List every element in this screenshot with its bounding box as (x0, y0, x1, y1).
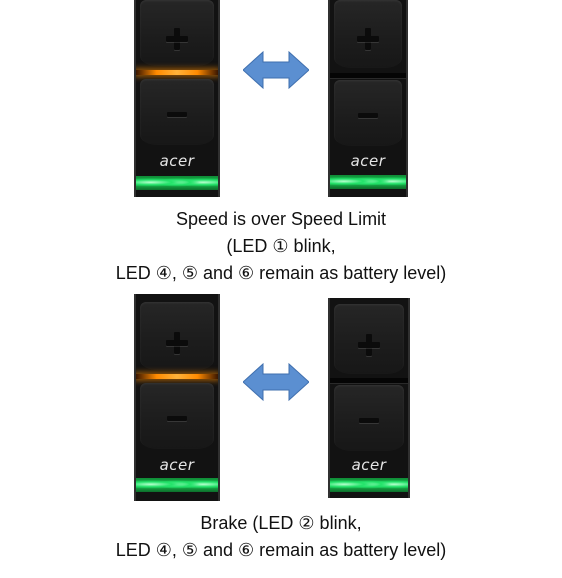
led-2-indicator (136, 374, 218, 379)
plus-button-icon (166, 28, 188, 50)
minus-pad (140, 383, 214, 449)
battery-level-leds (136, 478, 218, 492)
led-2-indicator (330, 378, 408, 383)
control-panel-led-on: acer (134, 0, 220, 197)
caption-line: LED ④, ⑤ and ⑥ remain as battery level) (115, 263, 447, 283)
battery-level-leds (330, 175, 406, 189)
minus-pad (334, 80, 402, 146)
led-1-indicator (330, 73, 406, 78)
plus-pad (140, 302, 214, 370)
control-panel-led-off: acer (328, 298, 410, 498)
plus-button-icon (357, 28, 379, 50)
brand-logo: acer (159, 456, 195, 474)
caption-line: (LED ① blink, (226, 236, 336, 256)
brand-logo: acer (350, 152, 386, 170)
minus-pad (334, 385, 404, 451)
battery-level-leds (330, 478, 408, 492)
minus-button-icon (358, 113, 378, 118)
plus-pad (140, 0, 214, 66)
minus-button-icon (167, 112, 187, 117)
caption-line: LED ④, ⑤ and ⑥ remain as battery level) (115, 540, 447, 560)
double-arrow-icon (243, 362, 309, 402)
control-panel-led-on: acer (134, 294, 220, 501)
minus-button-icon (167, 416, 187, 421)
plus-pad (334, 304, 404, 374)
battery-level-leds (136, 176, 218, 190)
plus-button-icon (358, 334, 380, 356)
brand-logo: acer (159, 152, 195, 170)
caption-speed-limit: Speed is over Speed Limit (LED ① blink, … (0, 206, 562, 287)
control-panel-led-off: acer (328, 0, 408, 197)
brand-logo: acer (351, 456, 387, 474)
double-arrow-icon (243, 50, 309, 90)
caption-line: Speed is over Speed Limit (175, 209, 387, 229)
led-1-indicator (136, 70, 218, 75)
caption-line: Brake (LED ② blink, (200, 513, 362, 533)
minus-pad (140, 79, 214, 145)
plus-pad (334, 0, 402, 68)
plus-button-icon (166, 332, 188, 354)
minus-button-icon (359, 418, 379, 423)
caption-brake: Brake (LED ② blink, LED ④, ⑤ and ⑥ remai… (0, 510, 562, 564)
